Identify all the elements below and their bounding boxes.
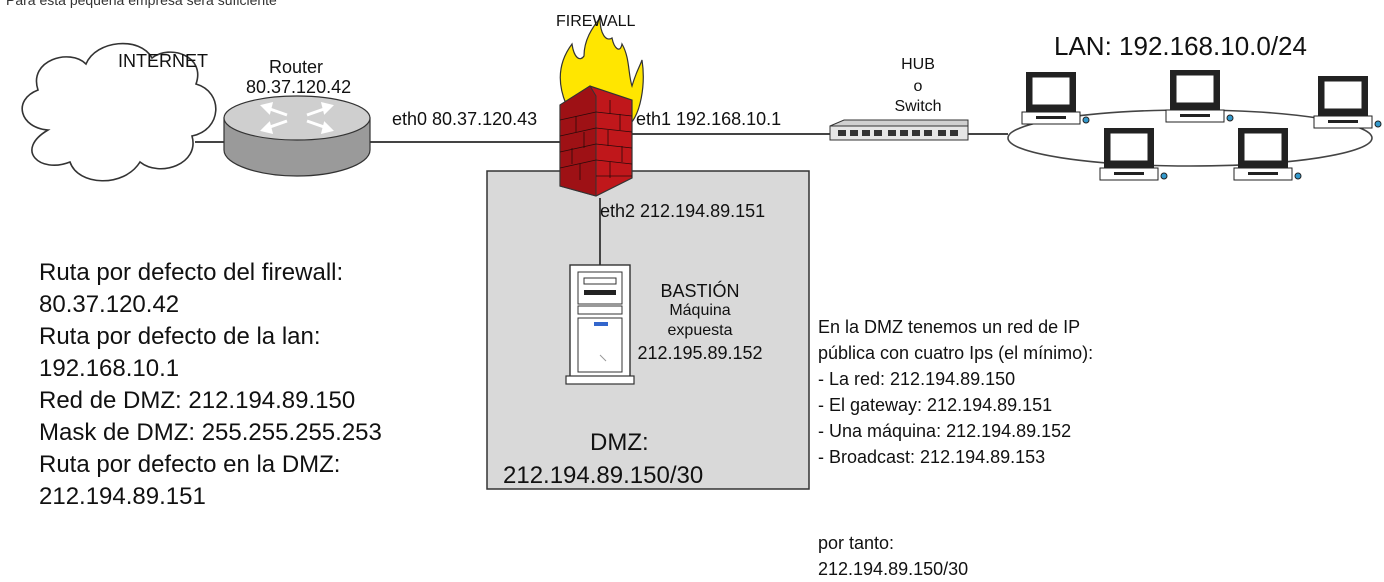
firewall-eth0: eth0 80.37.120.43 [392,109,538,129]
bastion-ip: 212.195.89.152 [637,343,763,363]
lan-workstations [1021,70,1382,181]
bastion-line-2: Máquina [669,302,731,319]
dmz-zone [486,170,810,490]
firewall-eth2: eth2 212.194.89.151 [600,201,766,221]
hub-label-2: o [913,78,923,95]
explanation-line: por tanto: [818,533,895,553]
server-icon [565,264,635,385]
firewall-icon [559,16,644,197]
explanation-line: - El gateway: 212.194.89.151 [818,395,1053,415]
explanation-line: - Broadcast: 212.194.89.153 [818,447,1046,467]
dmz-network: 212.194.89.150/30 [503,462,704,489]
explanation-line: pública con cuatro Ips (el mínimo): [818,343,1094,363]
router-label: Router [268,57,324,77]
dmz-label: DMZ: [590,429,649,456]
computer-icon [1165,70,1234,123]
cloud-icon [21,42,217,182]
computer-icon [1099,128,1168,181]
explanation-line: 212.194.89.150/30 [818,559,969,579]
bastion-title: BASTIÓN [660,281,740,301]
explanation-line: - La red: 212.194.89.150 [818,369,1016,389]
route-line: Ruta por defecto de la lan: [39,323,321,350]
route-line: Ruta por defecto en la DMZ: [39,451,341,478]
router-icon [223,95,371,177]
firewall-label: FIREWALL [556,13,636,30]
internet-label: INTERNET [118,51,208,71]
hub-switch-icon [829,119,969,141]
route-line: Red de DMZ: 212.194.89.150 [39,387,356,414]
hub-label-3: Switch [894,98,942,115]
hub-label-1: HUB [901,56,935,73]
router-ip: 80.37.120.42 [246,77,352,97]
firewall-eth1: eth1 192.168.10.1 [636,109,782,129]
route-line: Mask de DMZ: 255.255.255.253 [39,419,382,446]
route-line: 80.37.120.42 [39,291,180,318]
explanation-line: En la DMZ tenemos un red de IP [818,317,1081,337]
bastion-line-3: expuesta [667,322,733,339]
top-caption: Para esta pequeña empresa será suficient… [6,0,277,8]
computer-icon [1233,128,1302,181]
computer-icon [1313,76,1382,129]
computer-icon [1021,72,1090,125]
explanation-line: - Una máquina: 212.194.89.152 [818,421,1072,441]
route-line: 192.168.10.1 [39,355,180,382]
route-line: 212.194.89.151 [39,483,206,510]
route-line: Ruta por defecto del firewall: [39,259,344,286]
lan-label: LAN: 192.168.10.0/24 [1054,31,1307,61]
